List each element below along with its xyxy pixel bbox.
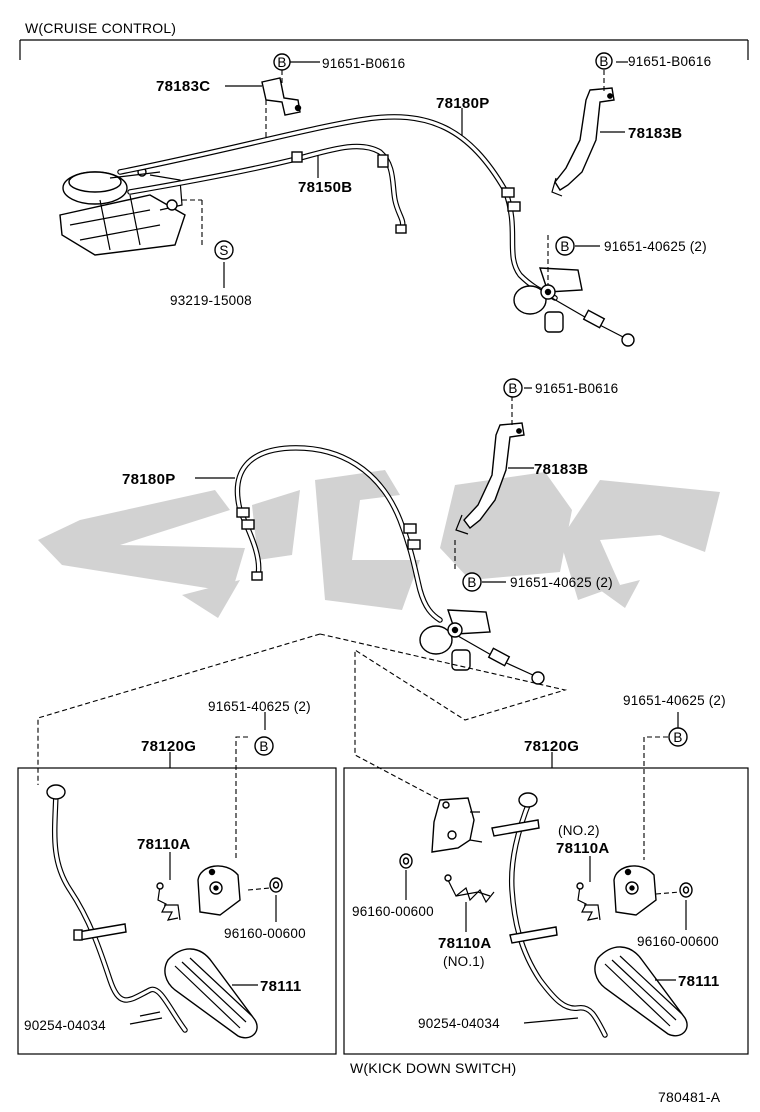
- label-90254-04034-b: 90254-04034: [418, 1016, 500, 1031]
- left-leaders: [129, 852, 277, 1025]
- label-78180P-b: 78180P: [122, 471, 176, 488]
- right-pedal-arm: [491, 792, 608, 1038]
- label-78110A-c: 78110A: [438, 935, 492, 952]
- top-leaders: [182, 61, 628, 288]
- middle-leaders: [195, 387, 534, 583]
- label-91651-40625-a: 91651-40625 (2): [604, 239, 707, 254]
- label-78150B: 78150B: [298, 179, 352, 196]
- label-91651-B0616-b: 91651-B0616: [628, 54, 711, 69]
- svg-text:B: B: [259, 739, 268, 754]
- callout-b-5: B: [462, 572, 482, 592]
- bracket-78183C: [261, 77, 302, 116]
- right-pedal-box: [343, 712, 749, 1055]
- callout-b-4: B: [503, 378, 523, 398]
- left-pedal-arm: [46, 784, 188, 1033]
- svg-text:S: S: [219, 243, 228, 258]
- connection-dashes: [37, 633, 568, 801]
- bracket-78183B-middle: [455, 422, 525, 535]
- callout-b-7: B: [668, 727, 688, 747]
- callout-b-2: B: [595, 52, 613, 70]
- top-section-border: [19, 39, 749, 60]
- callout-b-3: B: [555, 236, 575, 256]
- callout-b-6: B: [254, 736, 274, 756]
- svg-text:B: B: [560, 239, 569, 254]
- label-78120G-b: 78120G: [524, 738, 579, 755]
- right-spring-78110A-no2: [576, 882, 601, 921]
- label-no2: (NO.2): [558, 823, 600, 838]
- label-no1: (NO.1): [443, 954, 485, 969]
- left-pedal-box: [17, 712, 337, 1055]
- label-96160-00600-b: 96160-00600: [352, 904, 434, 919]
- label-93219-15008: 93219-15008: [170, 293, 252, 308]
- callout-b-1: B: [273, 53, 291, 71]
- callout-s: S: [214, 240, 234, 260]
- label-91651-B0616-a: 91651-B0616: [322, 56, 405, 71]
- right-leaders: [465, 856, 687, 1024]
- left-pedal-pad-78111: [164, 948, 258, 1039]
- watermark-logo: [38, 470, 720, 618]
- label-96160-00600-c: 96160-00600: [637, 934, 719, 949]
- cruise-control-caption: W(CRUISE CONTROL): [25, 20, 176, 36]
- label-78120G-a: 78120G: [141, 738, 196, 755]
- right-cam-plate: [613, 865, 657, 916]
- right-spring-78110A-no1: [444, 874, 495, 904]
- kickdown-switch-caption: W(KICK DOWN SWITCH): [350, 1060, 516, 1076]
- figure-id: 780481-A: [658, 1089, 721, 1105]
- svg-text:B: B: [508, 381, 517, 396]
- label-91651-40625-c: 91651-40625 (2): [208, 699, 311, 714]
- hose-78180P-top: [117, 114, 558, 301]
- right-pedal-pad-78111: [594, 946, 688, 1037]
- svg-text:B: B: [599, 54, 608, 69]
- label-91651-40625-b: 91651-40625 (2): [510, 575, 613, 590]
- label-78111-a: 78111: [260, 978, 302, 995]
- svg-text:B: B: [277, 55, 286, 70]
- label-78183B-b: 78183B: [534, 461, 588, 478]
- hose-78150B: [127, 143, 407, 234]
- hose-78180P-middle: [234, 445, 443, 623]
- left-cam-plate: [197, 865, 241, 916]
- label-78110A-a: 78110A: [137, 836, 191, 853]
- svg-text:B: B: [467, 575, 476, 590]
- kickdown-switch-bracket: [431, 797, 483, 853]
- throttle-link-top: [513, 267, 635, 347]
- bracket-78183B-top: [551, 87, 615, 197]
- label-96160-00600-a: 96160-00600: [224, 926, 306, 941]
- svg-text:B: B: [673, 730, 682, 745]
- label-78180P-a: 78180P: [436, 95, 490, 112]
- label-78111-b: 78111: [678, 973, 720, 990]
- label-91651-40625-d: 91651-40625 (2): [623, 693, 726, 708]
- cruise-actuator-body: [59, 167, 186, 256]
- left-nut-96160: [247, 877, 283, 893]
- left-spring-78110A: [156, 882, 181, 921]
- label-91651-B0616-c: 91651-B0616: [535, 381, 618, 396]
- label-78183C: 78183C: [156, 78, 210, 95]
- label-78110A-b: 78110A: [556, 840, 610, 857]
- label-78183B-a: 78183B: [628, 125, 682, 142]
- right-nut-96160-a: [399, 853, 413, 900]
- label-90254-04034-a: 90254-04034: [24, 1018, 106, 1033]
- throttle-link-middle: [419, 609, 545, 685]
- right-nut-96160-b: [655, 882, 693, 898]
